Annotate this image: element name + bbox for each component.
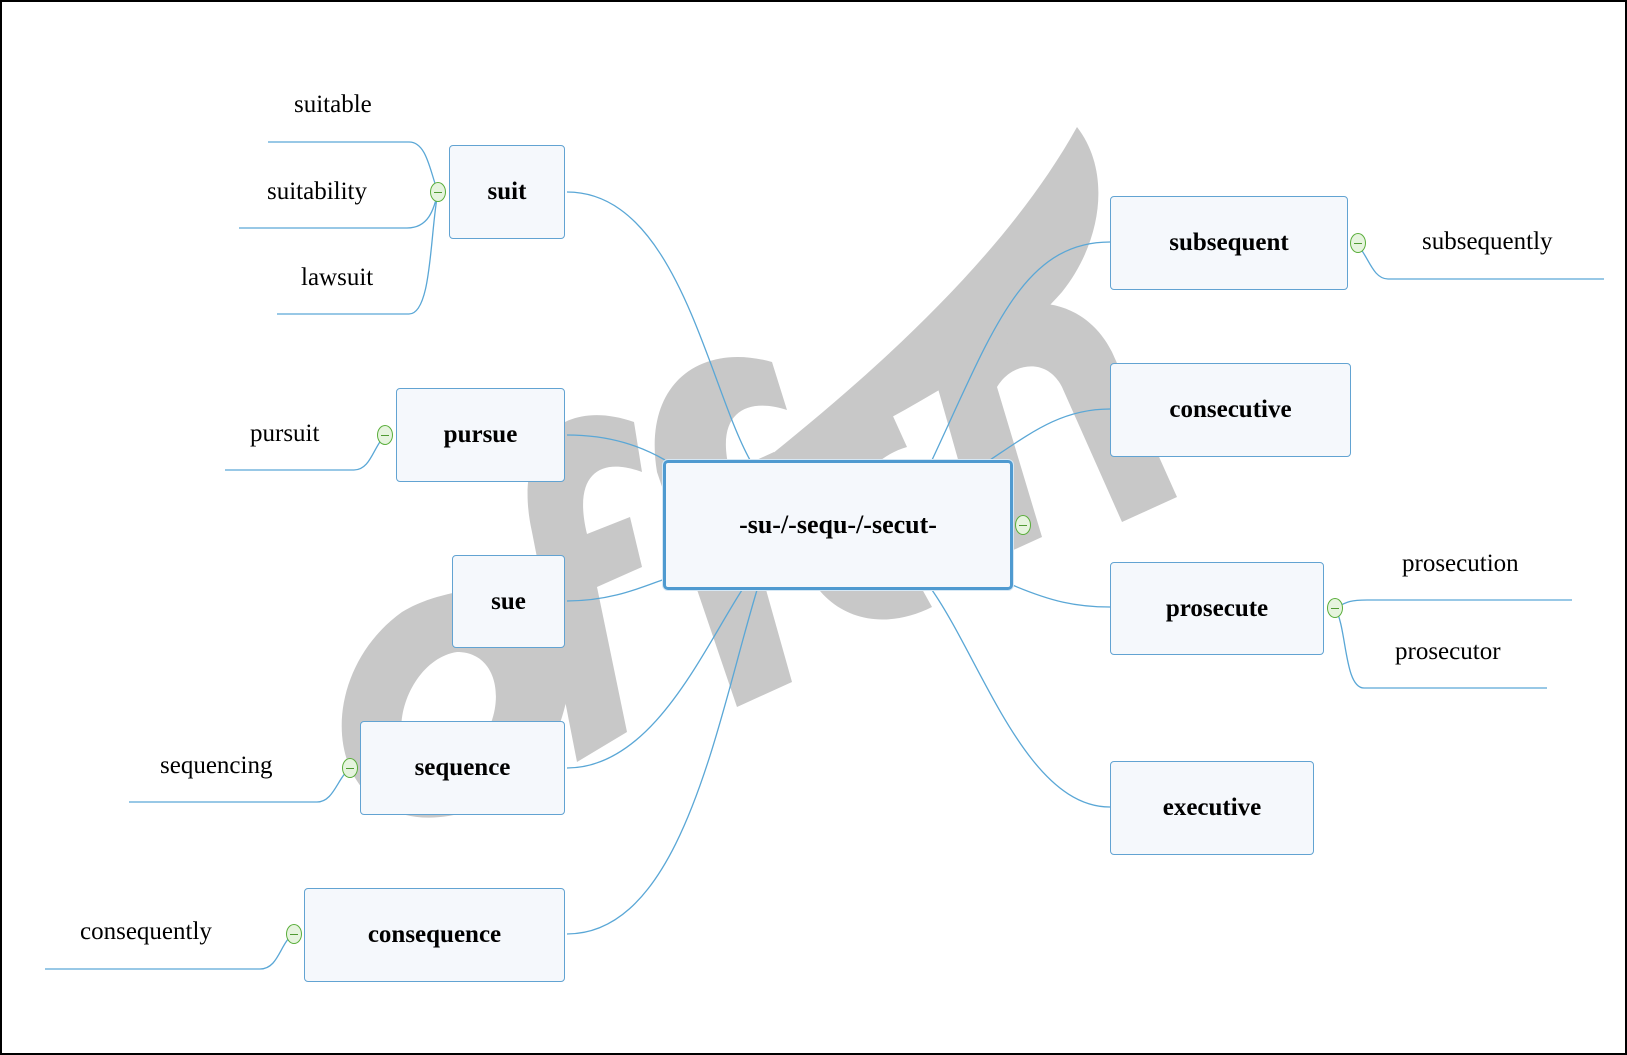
- branch-sue-label: sue: [491, 587, 526, 615]
- branch-subsequent-label: subsequent: [1169, 229, 1289, 256]
- leaf-prosecution[interactable]: prosecution: [1402, 550, 1519, 577]
- branch-subsequent[interactable]: subsequent: [1110, 196, 1348, 290]
- connector-subsequent: [931, 241, 1111, 461]
- suit-collapse-toggle[interactable]: [430, 182, 446, 202]
- branch-executive-label: executive: [1162, 794, 1262, 821]
- subsequent-collapse-toggle[interactable]: [1350, 233, 1366, 253]
- branch-pursue-label: pursue: [443, 421, 518, 448]
- leaf-sequencing[interactable]: sequencing: [160, 752, 273, 779]
- consequence-collapse-toggle[interactable]: [286, 924, 302, 944]
- sequence-collapse-toggle[interactable]: [342, 758, 358, 778]
- branch-pursue[interactable]: pursue: [396, 388, 565, 482]
- leaf-pursuit[interactable]: pursuit: [250, 420, 320, 447]
- prosecute-collapse-toggle[interactable]: [1327, 598, 1343, 618]
- connector-executive: [931, 589, 1111, 808]
- branch-sequence[interactable]: sequence: [360, 721, 565, 815]
- connector-sue: [566, 578, 666, 602]
- connector-consequence: [566, 589, 758, 935]
- leaf-consequently[interactable]: consequently: [80, 918, 212, 945]
- branch-executive[interactable]: executive: [1110, 761, 1314, 855]
- connector-prosecution: [1334, 599, 1572, 609]
- branch-suit-label: suit: [487, 178, 527, 205]
- leaf-subsequently[interactable]: subsequently: [1422, 228, 1553, 255]
- branch-sue[interactable]: sue: [452, 555, 565, 648]
- pursue-collapse-toggle[interactable]: [377, 425, 393, 445]
- branch-prosecute-label: prosecute: [1165, 594, 1269, 622]
- branch-consequence-label: consequence: [367, 921, 502, 948]
- watermark-swoosh: [762, 127, 1099, 477]
- connector-lawsuit: [277, 191, 439, 315]
- leaf-suitable[interactable]: suitable: [294, 91, 372, 118]
- branch-consequence[interactable]: consequence: [304, 888, 565, 982]
- center-topic[interactable]: -su-/-sequ-/-secut-: [663, 460, 1013, 590]
- leaf-prosecutor[interactable]: prosecutor: [1395, 638, 1501, 665]
- branch-sequence-label: sequence: [414, 754, 511, 781]
- watermark-letter-f1: [527, 415, 642, 762]
- branch-prosecute[interactable]: prosecute: [1110, 562, 1324, 655]
- branch-suit[interactable]: suit: [449, 145, 565, 239]
- branch-consecutive-label: consecutive: [1169, 396, 1292, 423]
- connector-pursue: [566, 434, 666, 461]
- leaf-suitability[interactable]: suitability: [267, 178, 367, 205]
- connector-prosecute: [1009, 583, 1111, 608]
- leaf-lawsuit[interactable]: lawsuit: [301, 264, 374, 291]
- center-topic-label: -su-/-sequ-/-secut-: [739, 510, 937, 539]
- connector-suit: [566, 191, 751, 461]
- connector-consecutive: [989, 408, 1111, 461]
- branch-consecutive[interactable]: consecutive: [1110, 363, 1351, 457]
- center-collapse-toggle[interactable]: [1015, 515, 1031, 535]
- connector-sequence: [566, 589, 743, 769]
